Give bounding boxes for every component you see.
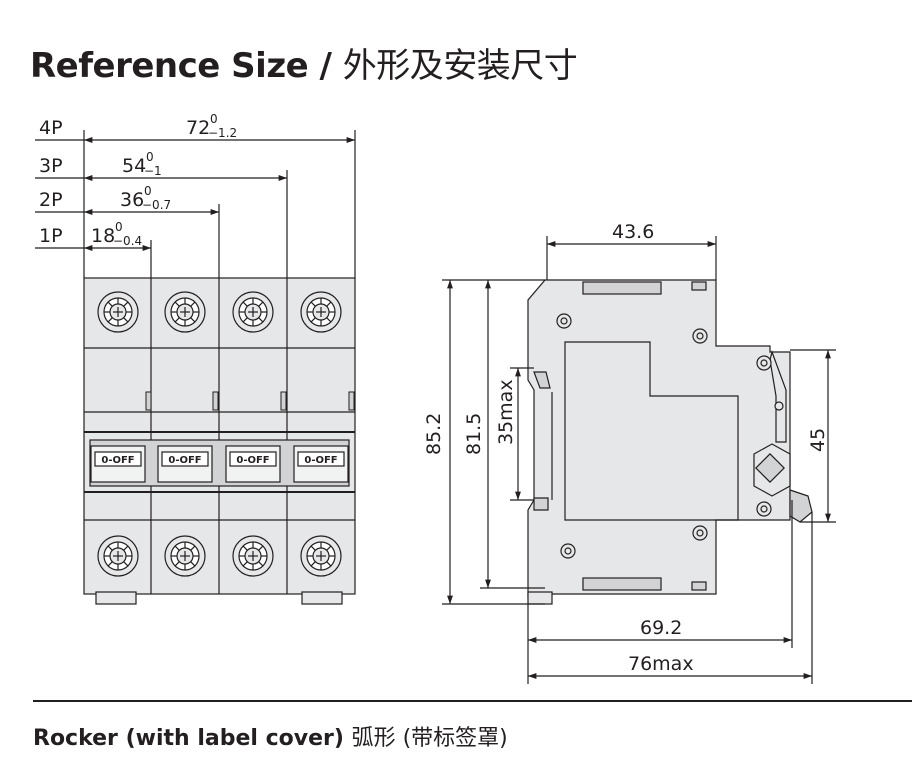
caption-en: Rocker (with label cover) <box>33 726 344 751</box>
caption-zh: 弧形 (带标签罩) <box>351 726 508 751</box>
dim-height-rail: 35max <box>495 379 517 445</box>
dim-width-top: 43.6 <box>612 221 654 243</box>
side-view-dim-labels: 43.6 85.2 81.5 35max 45 69.2 76max <box>423 221 829 675</box>
page-title: Reference Size / 外形及安装尺寸 <box>30 38 578 87</box>
dim-3p-tol-up: 0 <box>146 150 154 164</box>
switch-label: 0-OFF <box>304 455 337 466</box>
rocker-switch: 0-OFF <box>225 445 281 483</box>
pole-labels: 4P 3P 2P 1P 72 0 −1.2 54 0 −1 36 0 −0.7 … <box>39 112 237 248</box>
top-terminal-screw <box>232 291 274 333</box>
switch-label: 0-OFF <box>101 455 134 466</box>
section-divider <box>33 700 912 702</box>
title-zh: 外形及安装尺寸 <box>342 46 578 86</box>
dim-4p-tol-down: −1.2 <box>208 126 237 140</box>
trip-slot <box>145 391 152 411</box>
bottom-terminal-screw <box>232 535 274 577</box>
dimension-drawing: 4P 3P 2P 1P 72 0 −1.2 54 0 −1 36 0 −0.7 … <box>35 112 836 684</box>
rocker-switch: 0-OFF <box>157 445 213 483</box>
front-poles: 0-OFF 0-OFF 0-OFF 0-OFF <box>90 291 355 577</box>
pole-2: 0-OFF <box>157 291 219 577</box>
side-view-dimensions <box>442 236 836 684</box>
pole-4: 0-OFF <box>293 291 355 577</box>
dim-height-front: 45 <box>807 428 829 452</box>
pole-label-3p: 3P <box>39 155 63 177</box>
section-caption: Rocker (with label cover) 弧形 (带标签罩) <box>33 720 508 752</box>
dim-3p-tol-down: −1 <box>144 164 162 178</box>
dim-1p-tol-up: 0 <box>115 220 123 234</box>
dim-1p-main: 18 <box>91 225 115 247</box>
dim-depth-max: 76max <box>628 653 694 675</box>
bottom-terminal-screw <box>97 535 139 577</box>
dim-1p-tol-down: −0.4 <box>113 234 142 248</box>
rocker-switch: 0-OFF <box>90 445 146 483</box>
rocker-switch: 0-OFF <box>293 445 349 483</box>
dim-2p-tol-up: 0 <box>144 184 152 198</box>
title-en: Reference Size / <box>30 46 332 86</box>
pole-1: 0-OFF <box>90 291 152 577</box>
pole-3: 0-OFF <box>225 291 287 577</box>
switch-label: 0-OFF <box>236 455 269 466</box>
side-view-screws <box>556 313 784 559</box>
pole-label-4p: 4P <box>39 117 63 139</box>
dim-depth: 69.2 <box>640 617 682 639</box>
switch-label: 0-OFF <box>168 455 201 466</box>
dim-height-body: 81.5 <box>463 413 485 455</box>
trip-slot <box>348 391 355 411</box>
dim-4p-tol-up: 0 <box>210 112 218 126</box>
dim-2p-tol-down: −0.7 <box>142 198 171 212</box>
side-view-breaker <box>527 279 813 605</box>
dim-3p-main: 54 <box>122 155 146 177</box>
bottom-terminal-screw <box>164 535 206 577</box>
trip-slot <box>212 391 219 411</box>
top-terminal-screw <box>97 291 139 333</box>
pole-label-2p: 2P <box>39 189 63 211</box>
pole-label-1p: 1P <box>39 225 63 247</box>
dim-2p-main: 36 <box>120 189 144 211</box>
top-terminal-screw <box>164 291 206 333</box>
top-terminal-screw <box>300 291 342 333</box>
bottom-terminal-screw <box>300 535 342 577</box>
dim-4p-main: 72 <box>186 117 210 139</box>
trip-slot <box>280 391 287 411</box>
dim-height-total: 85.2 <box>423 413 445 455</box>
